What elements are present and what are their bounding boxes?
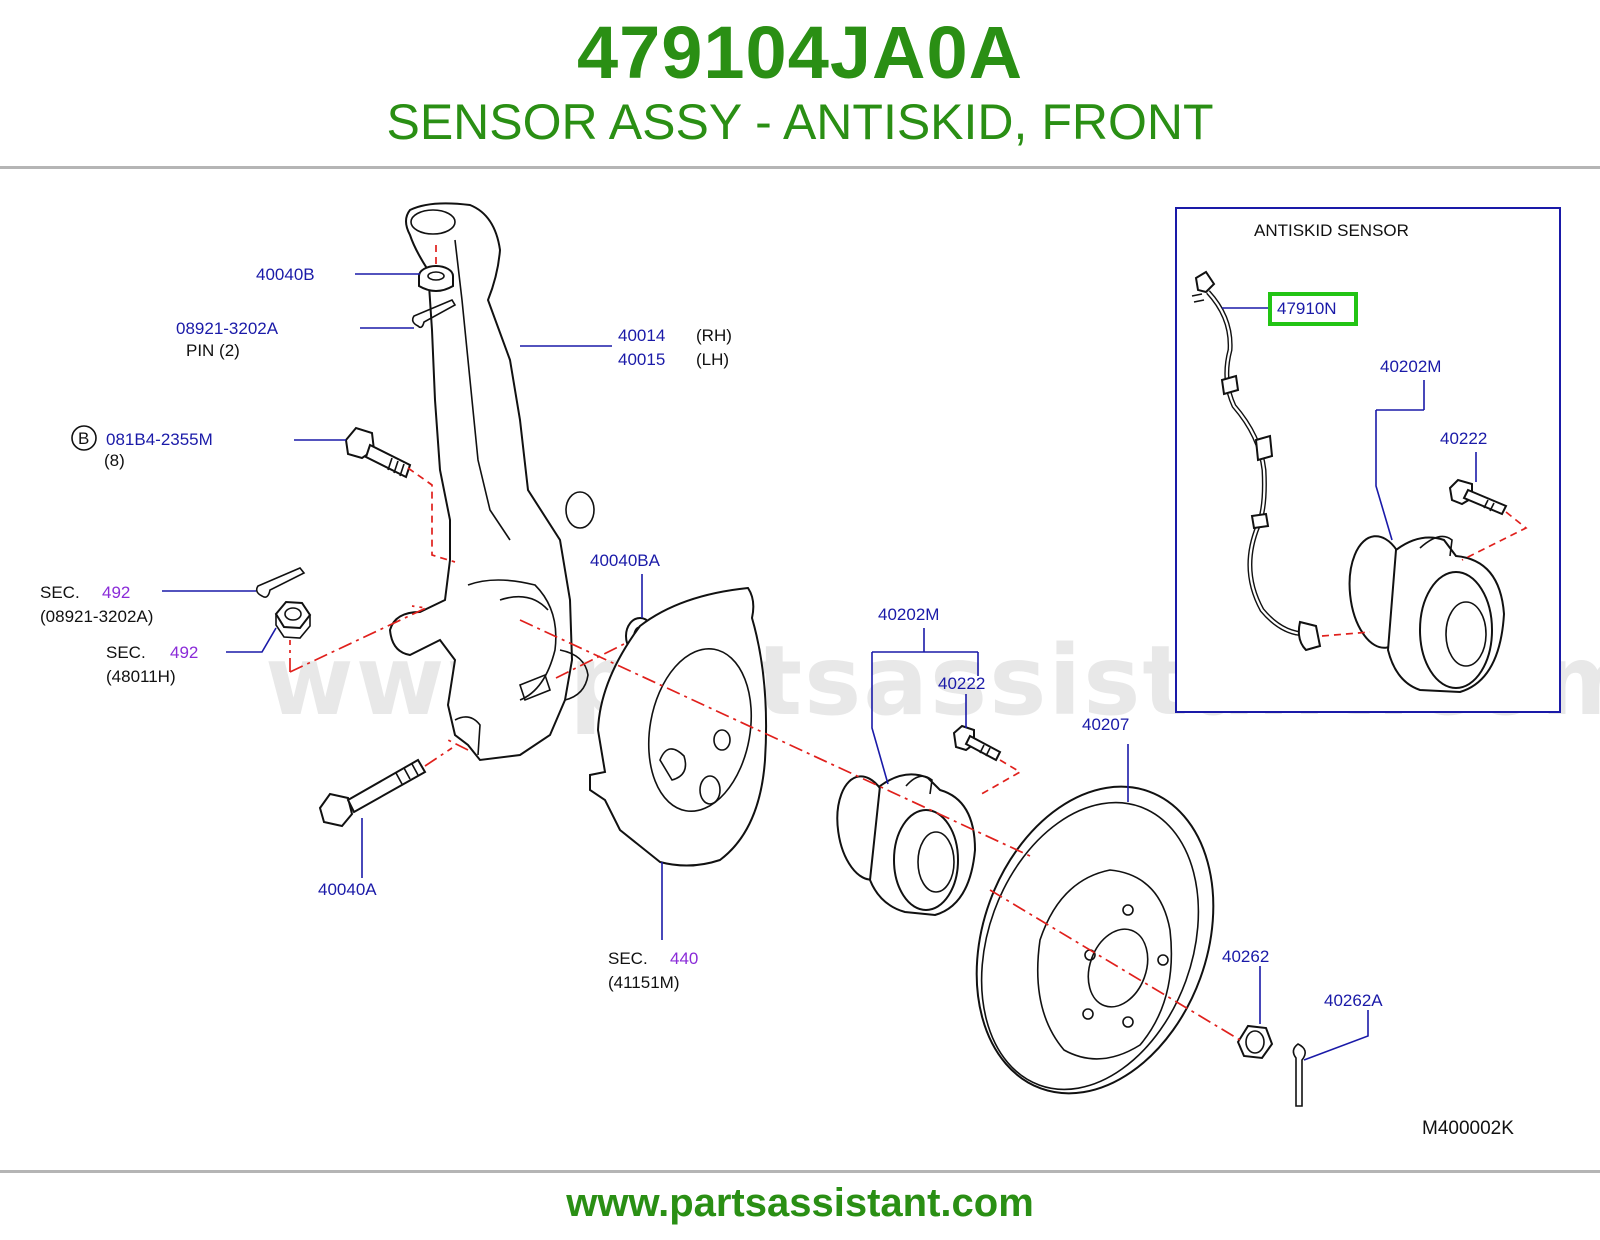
label-lh: (LH) <box>696 350 729 369</box>
brake-rotor-40207[interactable] <box>936 753 1255 1127</box>
inset-title: ANTISKID SENSOR <box>1254 221 1409 240</box>
label-sec-a-ref: (08921-3202A) <box>40 607 153 626</box>
label-inset-40202m: 40202M <box>1380 357 1441 376</box>
cotter-pin-08921[interactable] <box>411 298 457 329</box>
part-description: SENSOR ASSY - ANTISKID, FRONT <box>386 94 1214 150</box>
label-40040ba: 40040BA <box>590 551 661 570</box>
label-40202m: 40202M <box>878 605 939 624</box>
label-40207: 40207 <box>1082 715 1129 734</box>
leader-inset-40202m <box>1375 380 1425 541</box>
sec-492-nut[interactable] <box>274 600 312 639</box>
cotter-pin-40262a[interactable] <box>1292 1043 1306 1107</box>
label-40040a: 40040A <box>318 880 377 899</box>
hub-bolt-40222[interactable] <box>952 724 1002 762</box>
diagram-code: M400002K <box>1422 1118 1514 1139</box>
axis-line-lower <box>989 889 1241 1041</box>
label-sec-a: SEC. <box>40 583 80 602</box>
header-divider <box>0 166 1600 169</box>
sec-492-pin[interactable] <box>255 567 306 598</box>
axis-line-boltA <box>424 747 453 767</box>
label-081b4-2355m: 081B4-2355M <box>106 430 213 449</box>
axis-line-bushing <box>447 643 625 751</box>
label-sec-b-num: 492 <box>170 643 198 662</box>
bolt-40040a[interactable] <box>318 758 427 828</box>
leader-sec492b <box>226 627 277 653</box>
label-40015: 40015 <box>618 350 665 369</box>
label-47910n[interactable]: 47910N <box>1277 299 1337 318</box>
knuckle-bushing-40040b[interactable] <box>418 265 454 292</box>
axis-line-hubbolt <box>977 759 1022 797</box>
antiskid-sensor-wire[interactable] <box>1191 270 1322 652</box>
label-08921-3202a: 08921-3202A <box>176 319 279 338</box>
steering-knuckle[interactable] <box>388 202 595 762</box>
antiskid-sensor-inset: ANTISKID SENSOR <box>1175 207 1561 713</box>
label-sec-c-num: 440 <box>670 949 698 968</box>
label-sec-a-num: 492 <box>102 583 130 602</box>
inset-hub-bearing[interactable] <box>1344 533 1506 694</box>
label-pin-desc: PIN (2) <box>186 341 240 360</box>
footer-divider <box>0 1170 1600 1173</box>
label-inset-40222: 40222 <box>1440 429 1487 448</box>
highlight-box-47910n[interactable] <box>1268 292 1358 326</box>
label-sec-c-ref: (41151M) <box>608 973 680 992</box>
label-b-marker: B <box>78 429 89 448</box>
part-number-title: 479104JA0A <box>576 11 1024 94</box>
label-sec-b-ref: (48011H) <box>106 667 176 686</box>
axis-line-main <box>519 619 1031 857</box>
leader-40262a <box>1303 1010 1369 1061</box>
axle-nut-40262[interactable] <box>1236 1024 1274 1060</box>
inset-axis-sensor <box>1321 631 1371 637</box>
axis-line-sec492 <box>289 605 429 673</box>
label-sec-b: SEC. <box>106 643 146 662</box>
label-rh: (RH) <box>696 326 732 345</box>
label-40262a: 40262A <box>1324 991 1383 1010</box>
knuckle-bolt-081b4[interactable] <box>344 426 412 479</box>
leader-40202m <box>871 628 979 785</box>
label-40014: 40014 <box>618 326 665 345</box>
b-circle-marker <box>71 425 97 451</box>
inset-hub-bolt[interactable] <box>1448 478 1508 516</box>
label-sec-c: SEC. <box>608 949 648 968</box>
label-40262: 40262 <box>1222 947 1269 966</box>
label-40222: 40222 <box>938 674 985 693</box>
dust-cover-41151m[interactable] <box>589 586 768 867</box>
axis-line-boltb <box>407 467 456 563</box>
inset-axis-bolt <box>1461 511 1528 561</box>
label-bolt-qty: (8) <box>104 451 125 470</box>
footer-website[interactable]: www.partsassistant.com <box>566 1181 1034 1225</box>
hub-bearing-40202m[interactable] <box>831 773 977 917</box>
label-40040b: 40040B <box>256 265 315 284</box>
